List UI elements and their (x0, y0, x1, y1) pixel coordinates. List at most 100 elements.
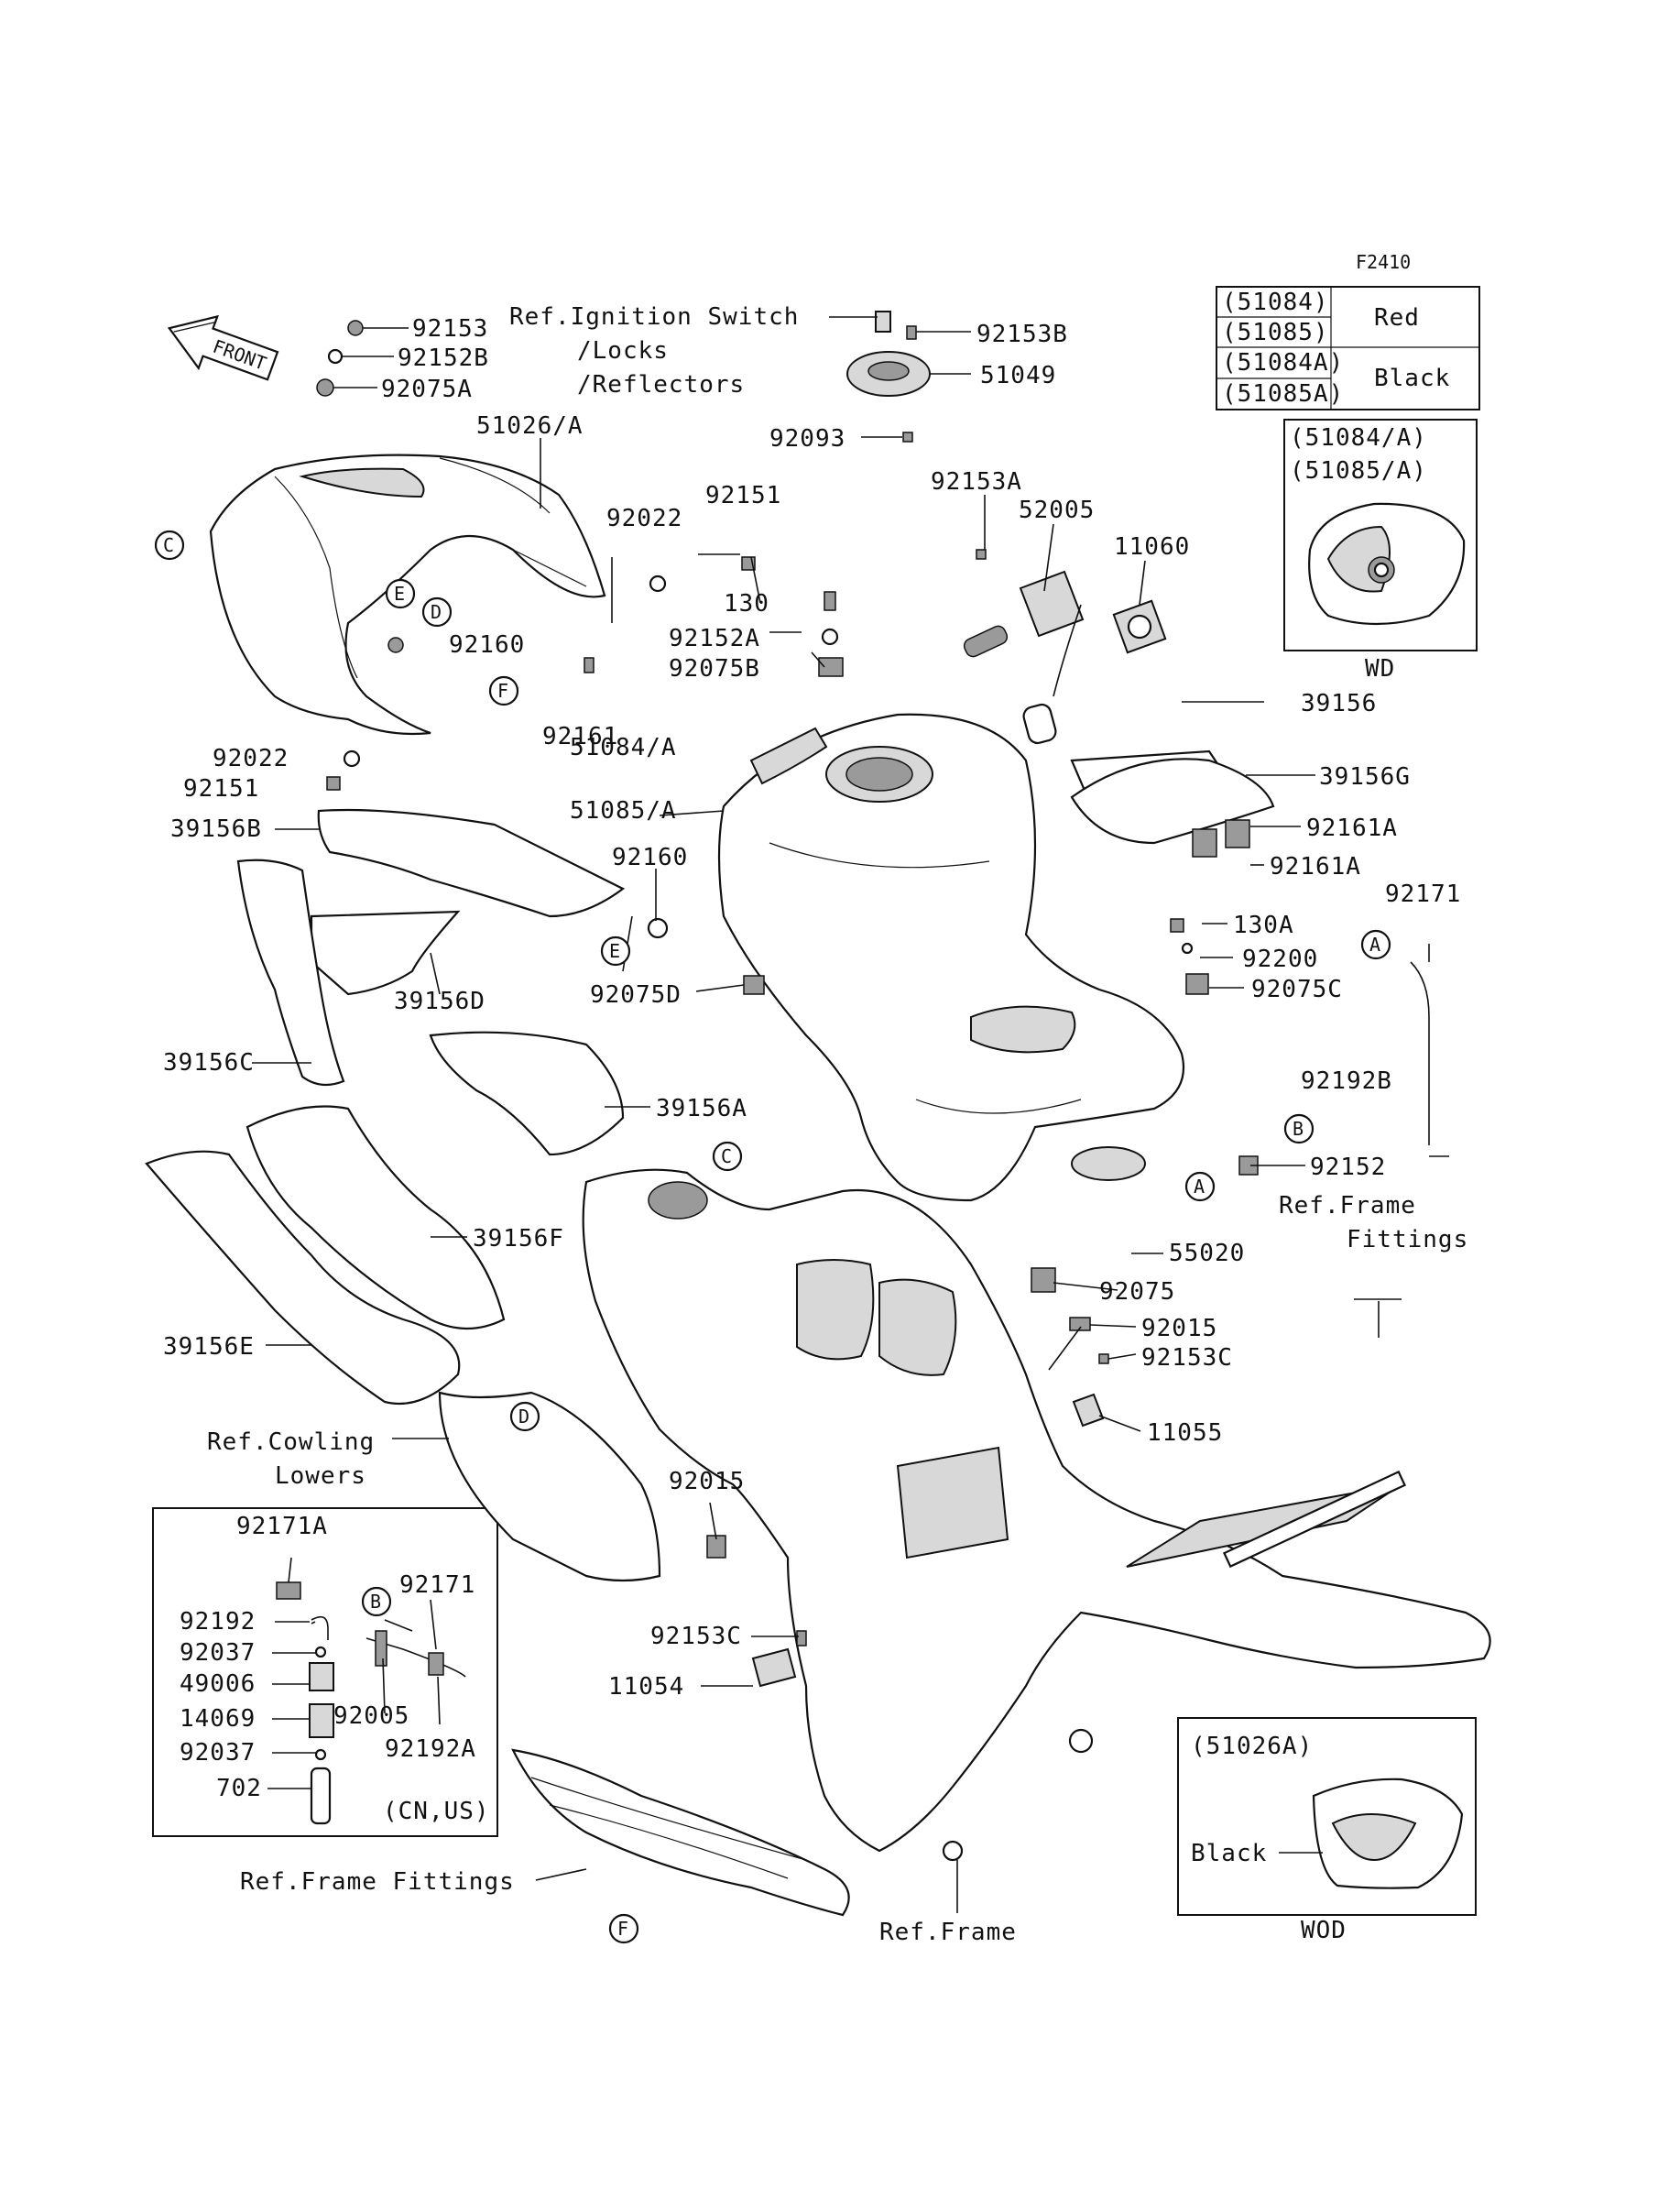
front-arrow-icon: FRONT (167, 314, 279, 381)
callout-b-letter: B (370, 1591, 381, 1613)
insulator-sheets-illustration (145, 749, 1275, 1406)
part-label: 92005 (333, 1702, 409, 1730)
part-label: 92200 (1242, 946, 1318, 973)
lower-cowl-illustration (438, 1391, 850, 1917)
part-label: 39156G (1319, 763, 1411, 791)
ref-frame-fittings-label-1: Ref.Frame (1279, 1192, 1416, 1220)
part-label: 92171 (399, 1571, 475, 1599)
part-label: 92153C (1141, 1344, 1233, 1372)
part-label: 39156D (394, 988, 485, 1015)
part-label: 51085/A (570, 797, 677, 825)
ref-frame-label: Ref.Frame (879, 1919, 1017, 1946)
wd-inset: (51084/A) (51085/A) WD (1283, 419, 1478, 683)
part-label: 92152A (669, 625, 760, 652)
callout-e-letter: E (609, 940, 620, 962)
color-table-code-3: (51084A) (1222, 349, 1344, 377)
callout-d-letter: D (431, 601, 442, 623)
part-label: 92093 (769, 425, 845, 453)
part-label: 51084/A (570, 734, 677, 761)
wd-inset-line2: (51085/A) (1290, 457, 1427, 485)
part-label: 51026/A (476, 412, 584, 440)
part-labels: 92153 92152B 92075A 51026/A 92153B 51049… (163, 315, 1461, 1802)
fuel-tank-illustration (717, 713, 1185, 1202)
part-label: 92037 (180, 1639, 256, 1667)
part-label: 39156B (170, 815, 262, 843)
color-table-color-red: Red (1374, 304, 1420, 332)
part-label: 52005 (1019, 497, 1095, 524)
color-table-code-1: (51084) (1222, 289, 1329, 316)
part-label: 92161A (1306, 815, 1398, 842)
cn-us-inset-note: (CN,US) (383, 1798, 490, 1825)
hardware-illustration (316, 320, 1430, 1688)
fuel-pump-illustration (963, 570, 1167, 745)
part-label: 92075B (669, 655, 760, 683)
ref-cowling-label-2: Lowers (275, 1462, 366, 1490)
callout-c: C C (154, 530, 743, 1172)
part-label: 92161 (542, 723, 618, 750)
part-label: 92015 (1141, 1315, 1217, 1342)
washer-icon (314, 1748, 327, 1761)
callout-e-letter: E (394, 583, 405, 605)
part-label: 92171 (1385, 881, 1461, 908)
part-label: 92152 (1310, 1154, 1386, 1181)
callout-d: D D (421, 596, 540, 1432)
part-label: 49006 (180, 1670, 256, 1698)
cn-us-inset: (CN,US) (152, 1507, 498, 1837)
part-label: 92192B (1301, 1067, 1392, 1095)
part-label: 92153A (931, 468, 1022, 496)
callout-c-letter: C (163, 534, 174, 556)
part-label: 130 (724, 590, 769, 618)
ref-ignition-label-3: /Reflectors (577, 371, 745, 399)
callout-a: A A (1184, 929, 1391, 1202)
color-table-code-2: (51085) (1222, 319, 1329, 346)
part-label: 92015 (669, 1468, 745, 1495)
part-label: 39156E (163, 1333, 255, 1361)
part-label: 92075A (381, 376, 473, 403)
part-label: 11054 (608, 1673, 684, 1701)
part-label: 92192 (180, 1608, 256, 1636)
callout-a-letter: A (1194, 1176, 1205, 1198)
part-label: 39156 (1301, 690, 1377, 717)
wod-inset-caption: WOD (1301, 1917, 1347, 1944)
part-label: 92075 (1099, 1278, 1175, 1306)
callout-f: F F (488, 675, 639, 1944)
color-table-color-black: Black (1374, 365, 1450, 392)
part-label: 92151 (705, 482, 781, 509)
frame-illustration (582, 1168, 1491, 1862)
color-table-code-4: (51085A) (1222, 380, 1344, 408)
part-label: 92160 (612, 844, 688, 871)
ref-ignition-label-1: Ref.Ignition Switch (509, 303, 799, 331)
part-label: 92022 (606, 505, 682, 532)
tank-top-icon (1308, 502, 1466, 626)
part-label: 92161A (1270, 853, 1361, 881)
wod-inset-code: (51026A) (1191, 1733, 1313, 1760)
upper-cowl-illustration (209, 454, 606, 736)
part-label: 92153C (650, 1623, 742, 1650)
part-label: 51049 (980, 362, 1056, 389)
wd-inset-line1: (51084/A) (1290, 424, 1427, 452)
part-label: 92037 (180, 1739, 256, 1767)
callout-f-letter: F (617, 1918, 628, 1940)
part-label: 702 (216, 1775, 262, 1802)
part-label: 14069 (180, 1705, 256, 1733)
part-label: 92075D (590, 981, 682, 1009)
hose-icon (311, 1615, 329, 1640)
callout-f-letter: F (497, 680, 508, 702)
part-label: 39156C (163, 1049, 255, 1077)
washer-icon (314, 1646, 327, 1658)
callout-c-letter: C (721, 1145, 732, 1167)
pipe-icon (310, 1767, 332, 1825)
fuel-cap-illustration (846, 311, 931, 443)
callout-e: E E (385, 578, 631, 967)
valve-icon (309, 1703, 334, 1738)
figure-code: F2410 (1356, 251, 1411, 273)
part-label: 92152B (398, 345, 489, 372)
part-label: 92075C (1251, 976, 1343, 1003)
part-label: 92153B (976, 321, 1068, 348)
filter-icon (309, 1662, 334, 1691)
connector-icon (375, 1630, 387, 1667)
part-label: 92160 (449, 631, 525, 659)
part-label: 11060 (1114, 533, 1190, 561)
wod-inset: (51026A) Black WOD (1177, 1717, 1477, 1944)
part-label: 39156F (473, 1225, 564, 1253)
